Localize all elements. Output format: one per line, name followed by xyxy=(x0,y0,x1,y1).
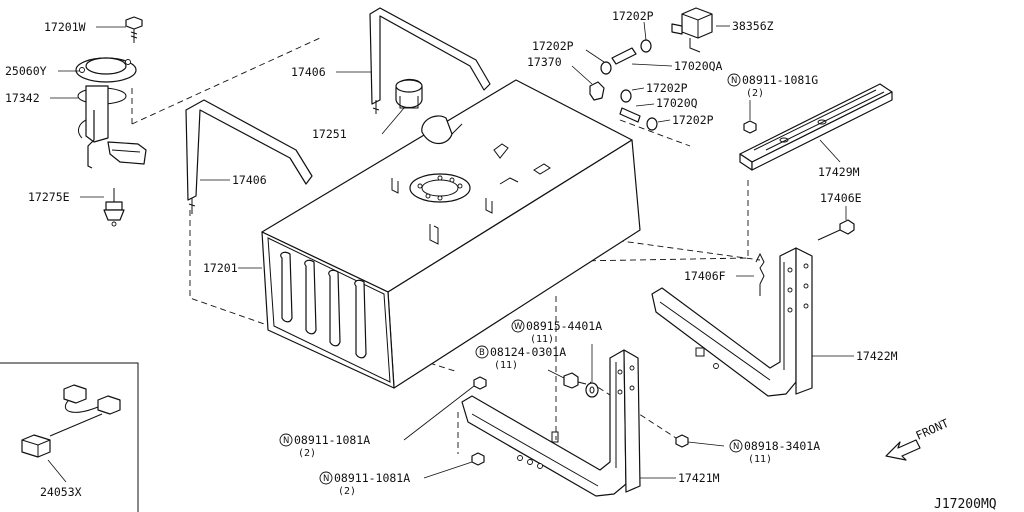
label-17406-top: 17406 xyxy=(291,65,326,79)
label-08911-1081A-b: 08911-1081A xyxy=(334,471,410,485)
label-24053X: 24053X xyxy=(40,485,82,499)
label-17020Q: 17020Q xyxy=(656,96,698,110)
nut-symbol-08911-1081A-a: N xyxy=(283,436,289,446)
nut-symbol-08911-1081A-b: N xyxy=(323,474,329,484)
front-label: FRONT xyxy=(914,416,951,443)
filler-cap-17251: 17251 xyxy=(312,78,423,141)
label-17406F: 17406F xyxy=(684,269,726,283)
label-17201W: 17201W xyxy=(44,20,86,34)
label-17202P-b: 17202P xyxy=(532,39,574,53)
hose-clamp-group: 38356Z 17202P 17020QA 17202P 17370 17202… xyxy=(527,7,774,131)
label-17370: 17370 xyxy=(527,55,562,69)
nut-symbol-08911-1081G: N xyxy=(731,76,737,86)
harness-inset: 24053X xyxy=(0,362,139,512)
diagram-code: J17200MQ xyxy=(934,497,997,512)
label-08915-4401A: 08915-4401A xyxy=(526,319,602,333)
label-17422M: 17422M xyxy=(856,349,898,363)
qty-08915-4401A: (11) xyxy=(530,334,554,345)
qty-08918-3401A: (11) xyxy=(748,454,772,465)
qty-08911-1081A-b: (2) xyxy=(338,486,356,497)
label-08918-3401A: 08918-3401A xyxy=(744,439,820,453)
nut-symbol-08918-3401A: N xyxy=(733,442,739,452)
label-17202P-d: 17202P xyxy=(672,113,714,127)
bolt-17406E: 17406E xyxy=(817,191,862,241)
bracket-17422M: 17422M xyxy=(651,247,898,397)
label-17342: 17342 xyxy=(5,91,40,105)
fuel-pump-assembly: 17201W 25060Y 17342 17275E xyxy=(5,16,147,227)
washer-symbol-08915-4401A: W xyxy=(514,322,523,332)
bolt-symbol-08124-0301A: B xyxy=(479,348,485,358)
label-17429M: 17429M xyxy=(818,165,860,179)
fasteners-lower: W 08915-4401A (11) B 08124-0301A (11) N … xyxy=(279,319,820,497)
label-38356Z: 38356Z xyxy=(732,19,774,33)
label-08124-0301A: 08124-0301A xyxy=(490,345,566,359)
strap-17406-top: 17406 xyxy=(291,7,491,114)
crossmember-17429M: 17429M N 08911-1081G (2) xyxy=(727,73,893,179)
harness-connector-24053X xyxy=(21,384,121,458)
label-17202P-a: 17202P xyxy=(612,9,654,23)
label-17251: 17251 xyxy=(312,127,347,141)
qty-08911-1081G: (2) xyxy=(746,88,764,99)
qty-08124-0301A: (11) xyxy=(494,360,518,371)
label-08911-1081G: 08911-1081G xyxy=(742,73,818,87)
bracket-17421M: 17421M xyxy=(461,349,720,497)
label-25060Y: 25060Y xyxy=(5,64,47,78)
label-17406E: 17406E xyxy=(820,191,862,205)
fuel-tank-17201: 17201 xyxy=(203,79,641,389)
strap-17406-left: 17406 xyxy=(185,99,313,214)
label-17275E: 17275E xyxy=(28,190,70,204)
label-17201: 17201 xyxy=(203,261,238,275)
front-direction-arrow: FRONT xyxy=(885,416,951,461)
label-08911-1081A-a: 08911-1081A xyxy=(294,433,370,447)
label-17406-left: 17406 xyxy=(232,173,267,187)
clip-17406F: 17406F xyxy=(684,252,765,296)
label-17421M: 17421M xyxy=(678,471,720,485)
label-17020QA: 17020QA xyxy=(674,59,723,73)
qty-08911-1081A-a: (2) xyxy=(298,448,316,459)
label-17202P-c: 17202P xyxy=(646,81,688,95)
